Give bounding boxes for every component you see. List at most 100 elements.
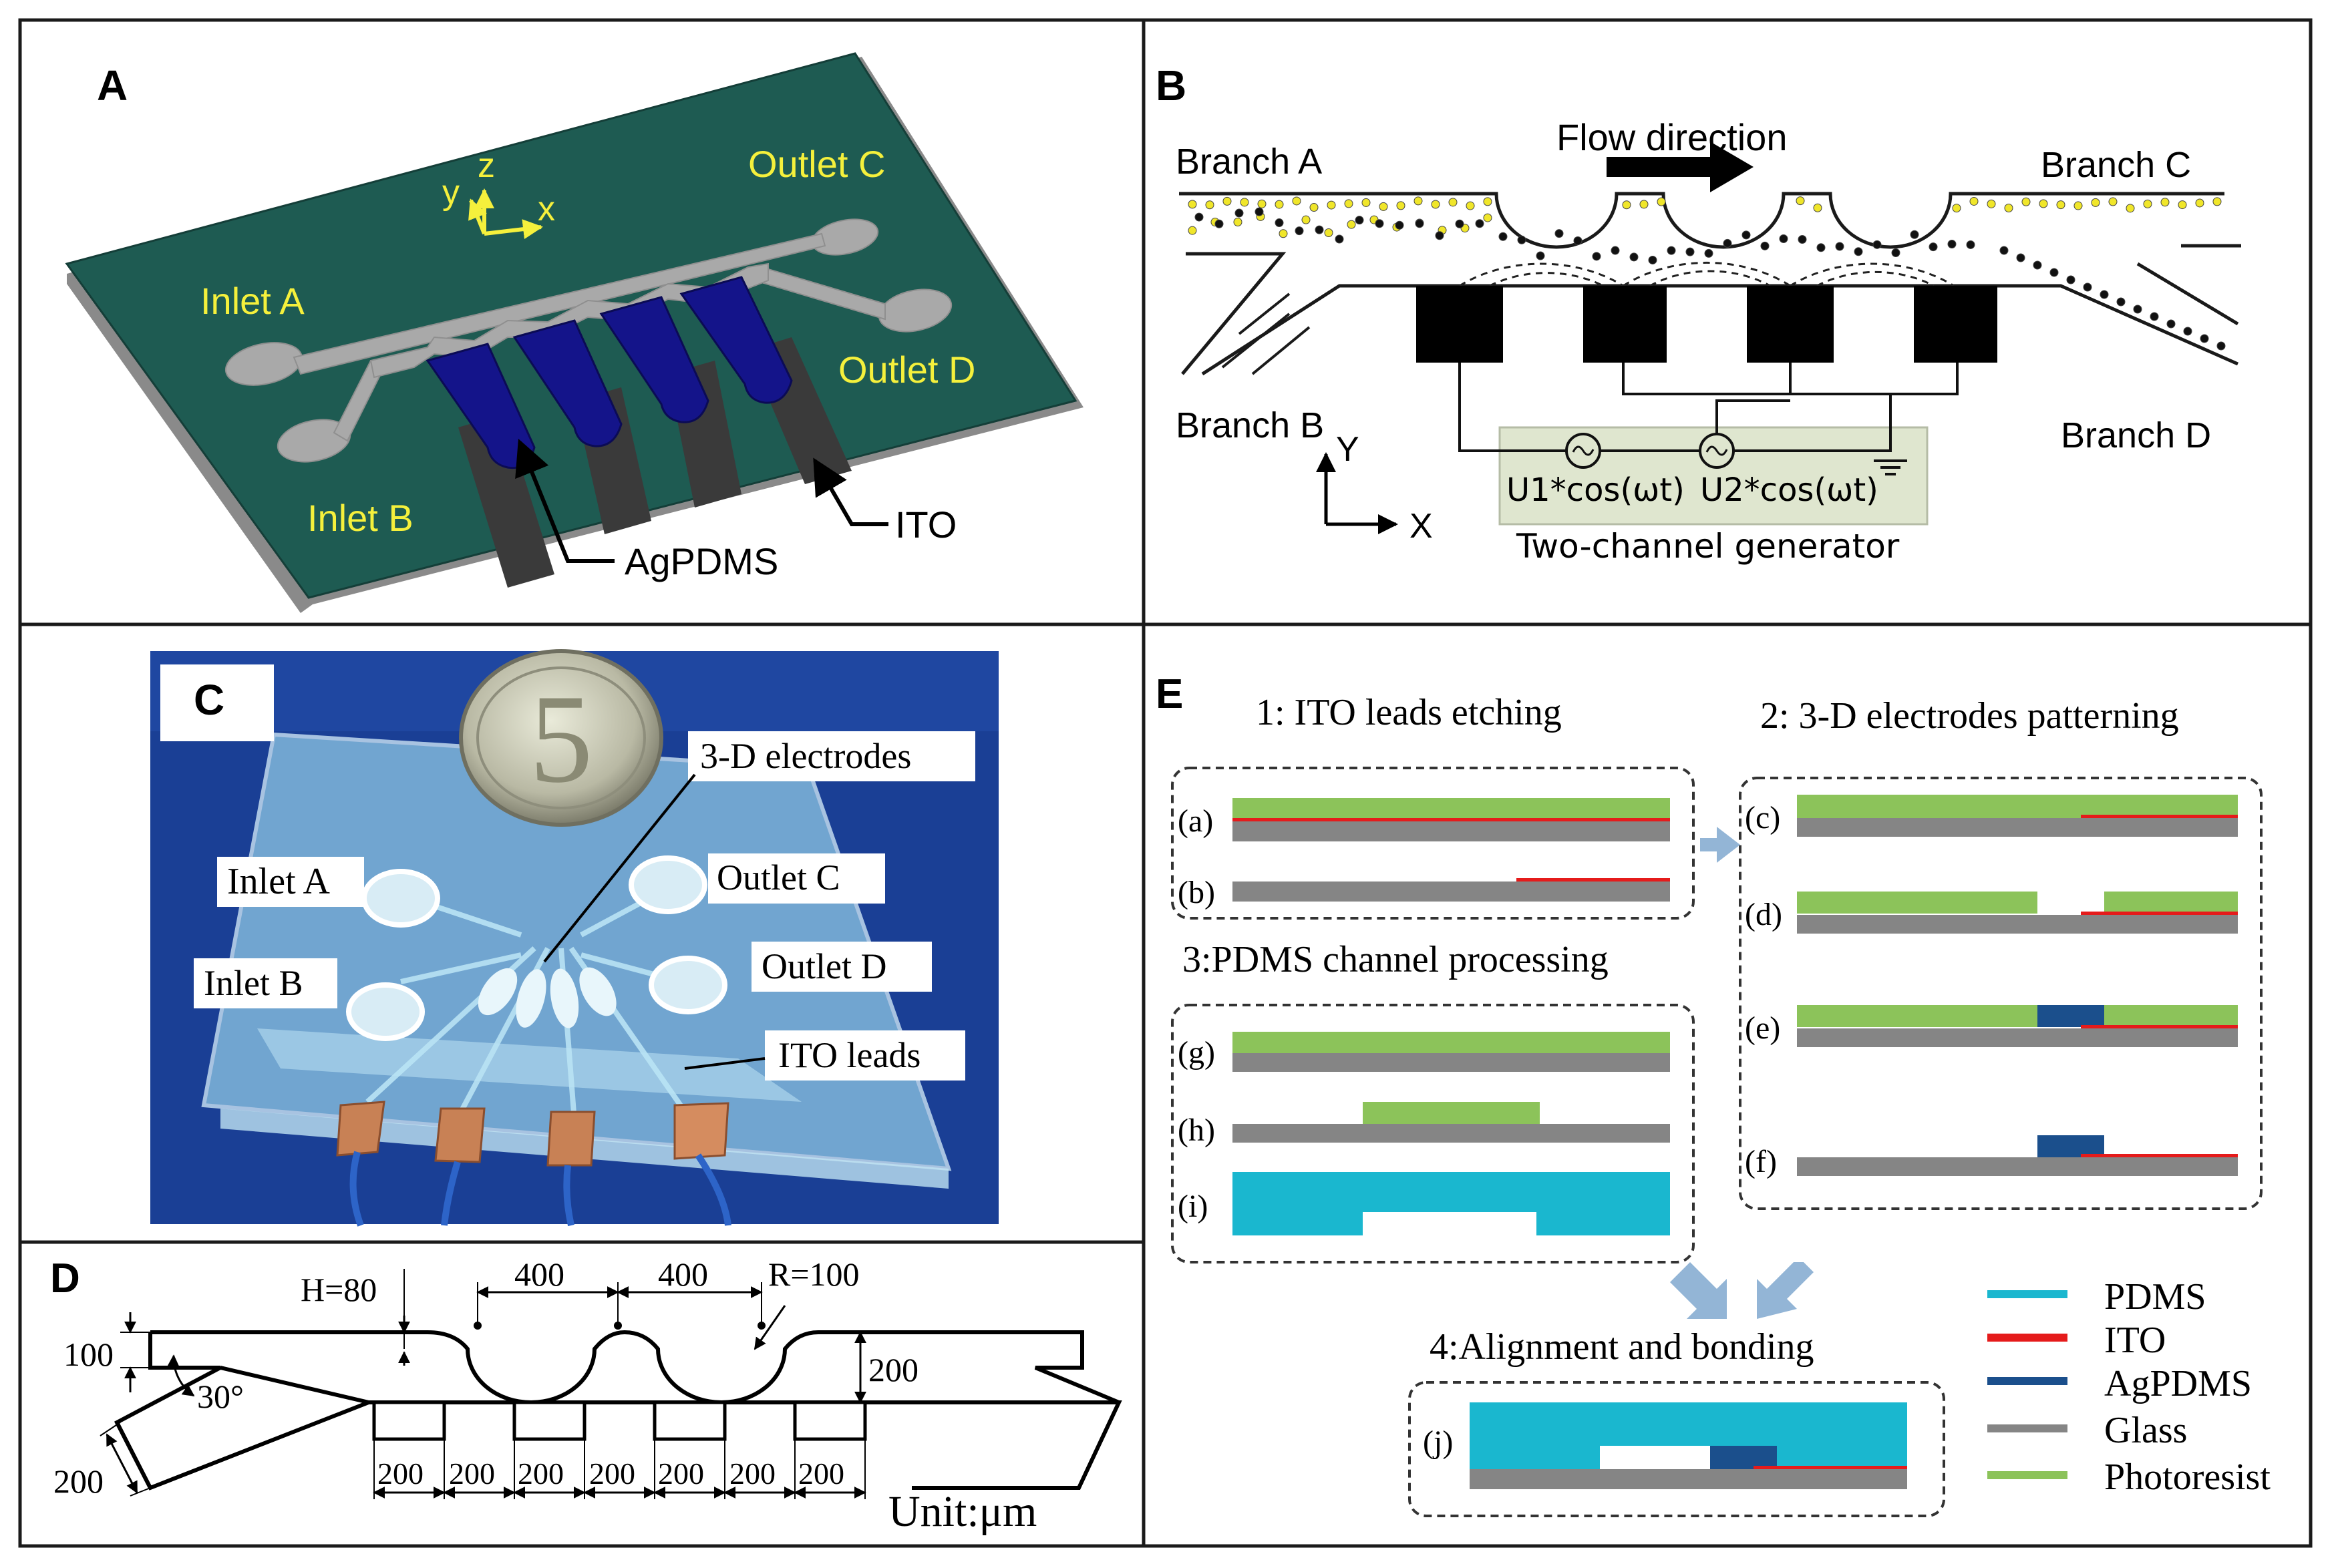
particle: [1483, 197, 1492, 206]
sublabel-j: (j): [1423, 1424, 1453, 1460]
particle: [1872, 240, 1882, 249]
ac-source-2-icon: [1699, 433, 1735, 469]
ito-label: ITO: [895, 504, 957, 546]
legend: PDMS ITO AgPDMS Glass Photoresist: [1987, 1276, 2271, 1498]
generator-label: Two-channel generator: [1516, 527, 1900, 566]
particle: [1592, 252, 1601, 261]
particle: [2039, 199, 2048, 208]
particle: [2200, 334, 2209, 343]
particle: [1335, 234, 1344, 244]
particles: [1188, 196, 2226, 351]
particle: [2066, 275, 2075, 284]
particle: [1194, 212, 1204, 222]
particle: [1188, 200, 1197, 209]
panel-d: D: [50, 1255, 1122, 1536]
particle: [1999, 246, 2009, 255]
step-1-layers: [1232, 798, 1670, 902]
particle: [1347, 220, 1356, 229]
particle: [1629, 252, 1639, 262]
ac-source-1-icon: [1565, 433, 1601, 469]
step-2-layers: [1797, 795, 2238, 1176]
particle: [1622, 200, 1631, 210]
particle: [1966, 240, 1975, 249]
legend-swatch-photoresist: [1987, 1471, 2067, 1479]
dim-segment-2: 200: [449, 1456, 495, 1491]
particle: [1415, 219, 1424, 228]
outlet-c-label-c: Outlet C: [717, 857, 840, 898]
panel-a-letter: A: [97, 61, 128, 110]
particle: [2091, 198, 2100, 207]
particle: [1969, 196, 1979, 206]
step-3-title: 3:PDMS channel processing: [1182, 939, 1609, 980]
branch-d-label: Branch D: [2061, 415, 2211, 455]
particle: [1315, 225, 1324, 234]
step-4-layers: [1470, 1402, 1907, 1489]
particle: [2178, 200, 2187, 210]
particle: [1240, 198, 1249, 207]
particle: [1835, 242, 1844, 251]
inlet-a-label-c: Inlet A: [227, 861, 331, 902]
photo-electrodes: [478, 967, 617, 1028]
particle: [2166, 319, 2176, 329]
particle: [1375, 219, 1384, 228]
particle: [2016, 253, 2025, 262]
panel-b-letter: B: [1156, 61, 1186, 110]
outlet-c-label: Outlet C: [748, 143, 885, 185]
sublabel-d: (d): [1745, 897, 1782, 932]
particle: [1475, 219, 1484, 228]
legend-label-ito: ITO: [2104, 1320, 2166, 1361]
particle: [1205, 200, 1214, 210]
outlet-d-label: Outlet D: [838, 349, 975, 391]
particle: [1639, 200, 1649, 209]
dim-segment-4: 200: [589, 1456, 635, 1491]
dim-segment-1: 200: [377, 1456, 424, 1491]
ito-leads-pointer: [684, 1057, 766, 1070]
particle: [1275, 200, 1284, 209]
unit-label: Unit:μm: [888, 1487, 1037, 1536]
particle: [1657, 197, 1666, 206]
particle: [1685, 247, 1695, 256]
particle: [1947, 240, 1957, 249]
panel-borders: [18, 18, 2313, 1548]
particle: [1910, 230, 1919, 239]
particle: [1233, 218, 1242, 227]
particle: [1741, 230, 1751, 240]
signal-u2: U2*cos(ωt): [1700, 471, 1878, 509]
electrodes-label: 3-D electrodes: [700, 736, 911, 776]
particle: [1257, 199, 1267, 208]
outlet-d-label-c: Outlet D: [762, 946, 886, 986]
axis-y-label-b: Y: [1336, 430, 1359, 469]
particle: [1648, 255, 1657, 264]
particle: [1667, 246, 1676, 255]
panel-d-letter: D: [50, 1255, 80, 1302]
branch-c-label: Branch C: [2041, 145, 2191, 185]
particle: [1309, 203, 1319, 212]
dimension-arrows: [106, 1286, 866, 1499]
particle: [1704, 248, 1713, 258]
legend-swatch-glass: [1987, 1424, 2067, 1432]
particle: [1214, 219, 1224, 228]
particle: [2056, 200, 2065, 210]
step-boxes: [1171, 767, 2263, 1517]
flow-arrow: [1607, 142, 1754, 192]
dim-segment-3: 200: [518, 1456, 564, 1491]
panel-e-letter: E: [1156, 671, 1183, 717]
particle: [1188, 226, 1197, 235]
particle: [1816, 243, 1826, 252]
dim-segment-6: 200: [729, 1456, 776, 1491]
sublabel-e: (e): [1745, 1010, 1780, 1046]
particle: [1779, 234, 1788, 244]
particle: [1327, 200, 1336, 210]
axis-z-label: z: [478, 146, 495, 185]
particle: [1222, 196, 1232, 206]
particle: [1987, 199, 1996, 208]
particle: [1455, 219, 1464, 228]
dim-electrodes: [372, 1400, 867, 1441]
microchannel: [224, 218, 953, 463]
particle: [1448, 198, 1458, 207]
particle: [2133, 305, 2142, 314]
particle: [2183, 327, 2192, 336]
branch-a-label: Branch A: [1176, 142, 1322, 182]
generator-wiring: [1458, 363, 1959, 475]
